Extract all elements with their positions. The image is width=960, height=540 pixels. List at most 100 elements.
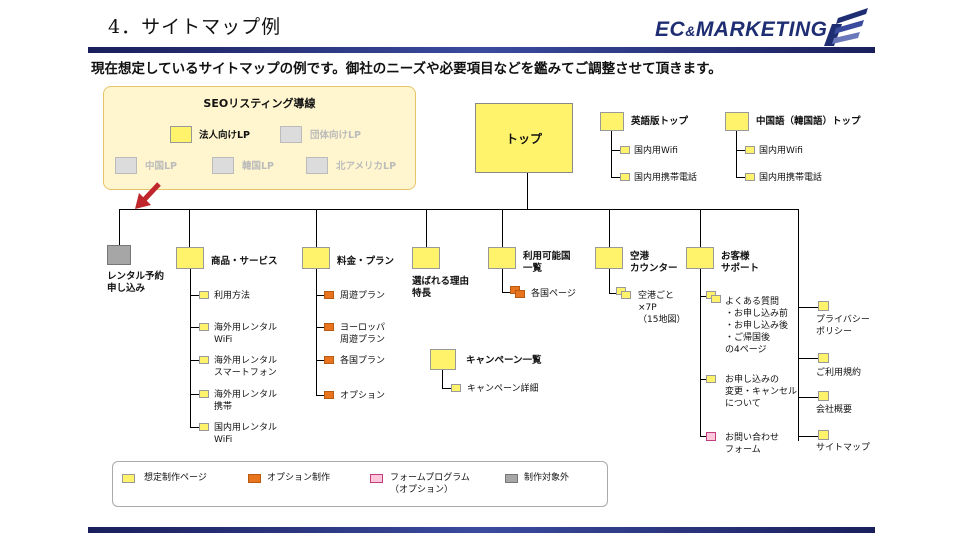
price-child-marker [324, 323, 334, 331]
legend-excluded: 制作対象外 [524, 473, 570, 483]
seo-item-group: 団体向けLP [310, 130, 362, 141]
seo-lp-marker [280, 126, 302, 143]
rental-box [107, 245, 131, 265]
english-top-box [600, 112, 624, 131]
english-child-marker [620, 146, 630, 154]
red-arrow-icon [135, 182, 161, 209]
legend-box [112, 461, 608, 507]
seo-listing-title: SEOリスティング導線 [203, 97, 316, 110]
price-child-marker [324, 291, 334, 299]
chinese-child-wifi: 国内用Wifi [759, 146, 803, 156]
products-label: 商品・サービス [211, 256, 278, 267]
price-label: 料金・プラン [337, 256, 395, 267]
countries-child-page: 各国ページ [531, 289, 576, 299]
header-rule [88, 47, 875, 53]
right-child-marker [818, 353, 829, 363]
support-child-marker [711, 295, 721, 303]
chinese-top-label: 中国語（韓国語）トップ [756, 116, 861, 127]
right-child-company: 会社概要 [816, 405, 853, 415]
campaign-box [430, 349, 456, 370]
english-child-wifi: 国内用Wifi [634, 146, 678, 156]
countries-box [488, 247, 516, 269]
price-child-marker [324, 391, 334, 399]
logo-mark-icon [824, 8, 868, 46]
legend-marker-planned [122, 474, 135, 483]
page-subtitle: 現在想定しているサイトマップの例です。御社のニーズや必要項目などを鑑みてご調整さ… [91, 61, 722, 77]
right-child-terms: ご利用規約 [816, 368, 862, 378]
logo-text-ec: EC [655, 18, 686, 41]
products-child-marker [199, 390, 209, 398]
airport-child-marker [621, 291, 631, 299]
airport-child-counter: 空港ごと ×7P （15地図） [638, 291, 686, 325]
price-box [302, 247, 330, 269]
products-box [176, 247, 204, 269]
products-child-overseas-wifi: 海外用レンタル WiFi [214, 323, 278, 345]
seo-item-china: 中国LP [145, 161, 178, 172]
english-child-phone: 国内用携帯電話 [634, 173, 698, 183]
top-connector-line [527, 173, 528, 209]
price-child-tour: 周遊プラン [340, 291, 386, 301]
products-child-overseas-smartphone: 海外用レンタル スマートフォン [214, 356, 278, 378]
airport-label: 空港 カウンター [630, 251, 678, 274]
seo-lp-marker [170, 126, 192, 143]
support-child-faq: よくある質問 ・お申し込み前 ・お申し込み後 ・ご帰国後 の4ページ [725, 297, 789, 355]
footer-rule [88, 527, 875, 533]
legend-marker-option [248, 474, 261, 483]
products-child-marker [199, 356, 209, 364]
seo-lp-marker [212, 157, 234, 174]
price-child-europe: ヨーロッパ 周遊プラン [340, 323, 386, 345]
products-child-usage: 利用方法 [214, 291, 251, 301]
right-child-marker [818, 391, 829, 401]
legend-marker-form [370, 474, 383, 483]
products-child-marker [199, 291, 209, 299]
price-child-marker [324, 356, 334, 364]
rental-label: レンタル予約 申し込み [107, 271, 165, 294]
support-child-change: お申し込みの 変更・キャンセル について [725, 375, 798, 409]
campaign-child-marker [451, 384, 461, 392]
right-child-marker [818, 301, 829, 311]
support-label: お客様 サポート [721, 251, 760, 274]
products-child-domestic-wifi: 国内用レンタル WiFi [214, 423, 278, 445]
legend-planned: 想定制作ページ [144, 473, 207, 483]
support-box [686, 247, 714, 269]
support-child-contact: お問い合わせ フォーム [725, 433, 780, 455]
seo-item-korea: 韓国LP [242, 161, 275, 172]
chinese-child-marker [745, 173, 755, 181]
legend-option: オプション制作 [267, 473, 331, 483]
legend-marker-excluded [505, 474, 518, 483]
seo-item-corporate: 法人向けLP [199, 130, 251, 141]
products-child-overseas-mobile: 海外用レンタル 携帯 [214, 390, 278, 412]
products-child-marker [199, 323, 209, 331]
support-child-form-marker [706, 432, 716, 441]
english-child-marker [620, 173, 630, 181]
right-child-privacy: プライバシー ポリシー [816, 315, 870, 337]
legend-form: フォームプログラム （オプション） [390, 473, 470, 495]
right-child-marker [818, 430, 829, 440]
chinese-child-marker [745, 146, 755, 154]
seo-lp-marker [306, 157, 328, 174]
support-child-marker [706, 375, 716, 383]
logo-text-marketing: MARKETING [695, 18, 828, 41]
logo-text-amp: & [685, 23, 696, 39]
chinese-top-box [725, 112, 749, 131]
countries-child-marker [515, 290, 525, 298]
page-title: 4．サイトマップ例 [108, 16, 282, 38]
top-page-box: トップ [475, 103, 573, 173]
main-branch-line [119, 209, 799, 210]
top-page-label: トップ [505, 131, 542, 146]
chinese-child-phone: 国内用携帯電話 [759, 173, 823, 183]
seo-listing-panel [103, 86, 416, 190]
reason-label: 選ばれる理由 特長 [412, 276, 470, 299]
campaign-child-detail: キャンペーン詳細 [467, 384, 539, 394]
seo-item-north-america: 北アメリカLP [336, 161, 397, 172]
price-child-option: オプション [340, 391, 386, 401]
seo-lp-marker [115, 157, 137, 174]
countries-label: 利用可能国 一覧 [523, 251, 571, 274]
english-top-label: 英語版トップ [631, 116, 689, 127]
reason-box [412, 247, 440, 269]
products-child-marker [199, 423, 209, 431]
airport-box [595, 247, 623, 269]
price-child-country: 各国プラン [340, 356, 386, 366]
campaign-label: キャンペーン一覧 [466, 355, 542, 366]
right-child-sitemap: サイトマップ [816, 443, 871, 453]
